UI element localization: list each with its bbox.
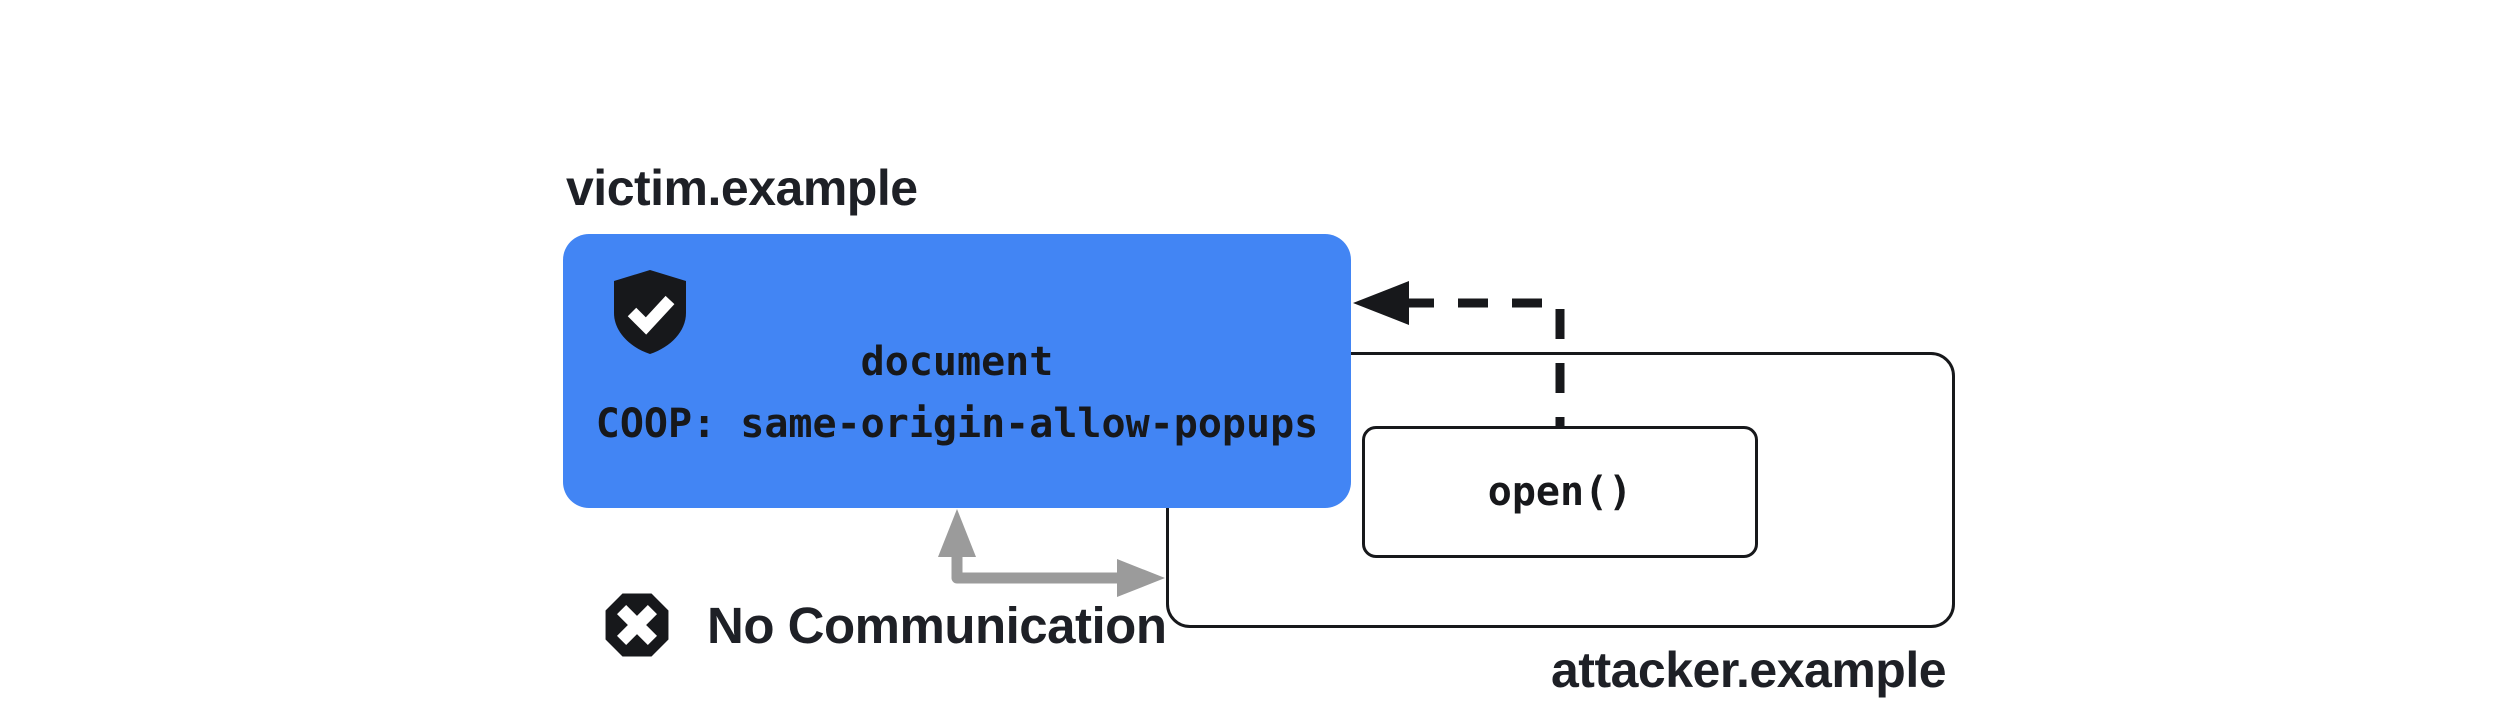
victim-document-box: document COOP: same-origin-allow-popups <box>563 234 1351 508</box>
open-call-label: open() <box>1487 469 1633 515</box>
dashed-arrowhead-left <box>1353 281 1409 325</box>
no-communication-group: No Communication <box>600 588 1167 662</box>
attacker-domain-label: attacker.example <box>1551 642 1947 698</box>
gray-arrowhead-up <box>938 509 976 557</box>
blocked-octagon-icon <box>605 593 669 657</box>
no-communication-arrow <box>938 509 1165 597</box>
document-line: document <box>860 339 1054 385</box>
coop-policy-line: COOP: same-origin-allow-popups <box>595 401 1319 447</box>
shield-check-icon <box>614 270 686 354</box>
victim-domain-label: victim.example <box>566 160 918 216</box>
no-communication-label: No Communication <box>707 596 1167 654</box>
open-call-box: open() <box>1362 426 1758 558</box>
